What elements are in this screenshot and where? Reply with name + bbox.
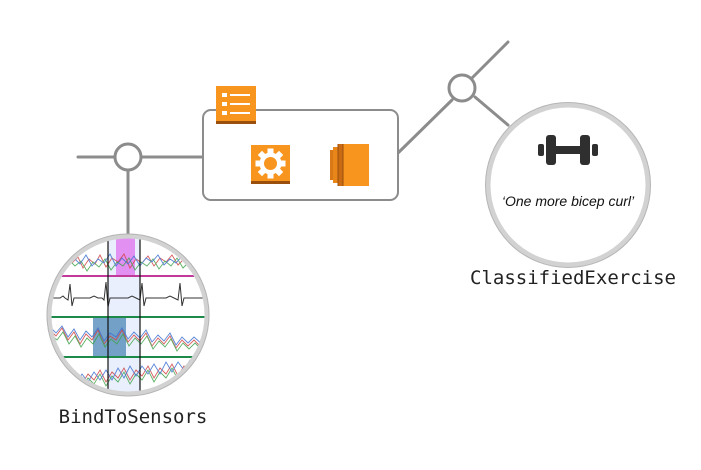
server-stack-icon <box>330 144 369 186</box>
sensor-lens <box>46 233 210 397</box>
sensors-label: BindToSensors <box>59 406 208 428</box>
exercise-quote: ‘One more bicep curl’ <box>502 193 635 209</box>
gear-icon <box>251 145 290 184</box>
output-junction <box>447 73 477 103</box>
signal-trace <box>50 325 205 347</box>
output-extension-line <box>470 40 510 80</box>
sensor-junction <box>113 142 143 172</box>
signal-trace <box>50 331 205 353</box>
box-to-output-line <box>396 98 454 155</box>
exercise-node: ‘One more bicep curl’ <box>485 102 651 268</box>
output-drop-line <box>473 95 510 127</box>
signal-trace <box>69 359 191 385</box>
connectors <box>76 40 510 239</box>
signal-trace <box>50 253 205 269</box>
exercise-label: ClassifiedExercise <box>470 267 676 289</box>
signal-trace <box>69 367 191 389</box>
signal-trace <box>69 363 191 385</box>
ecg-trace <box>50 281 206 308</box>
sensor-lens-ring <box>46 233 210 397</box>
dumbbell-icon <box>538 135 598 165</box>
list-icon <box>216 86 256 124</box>
